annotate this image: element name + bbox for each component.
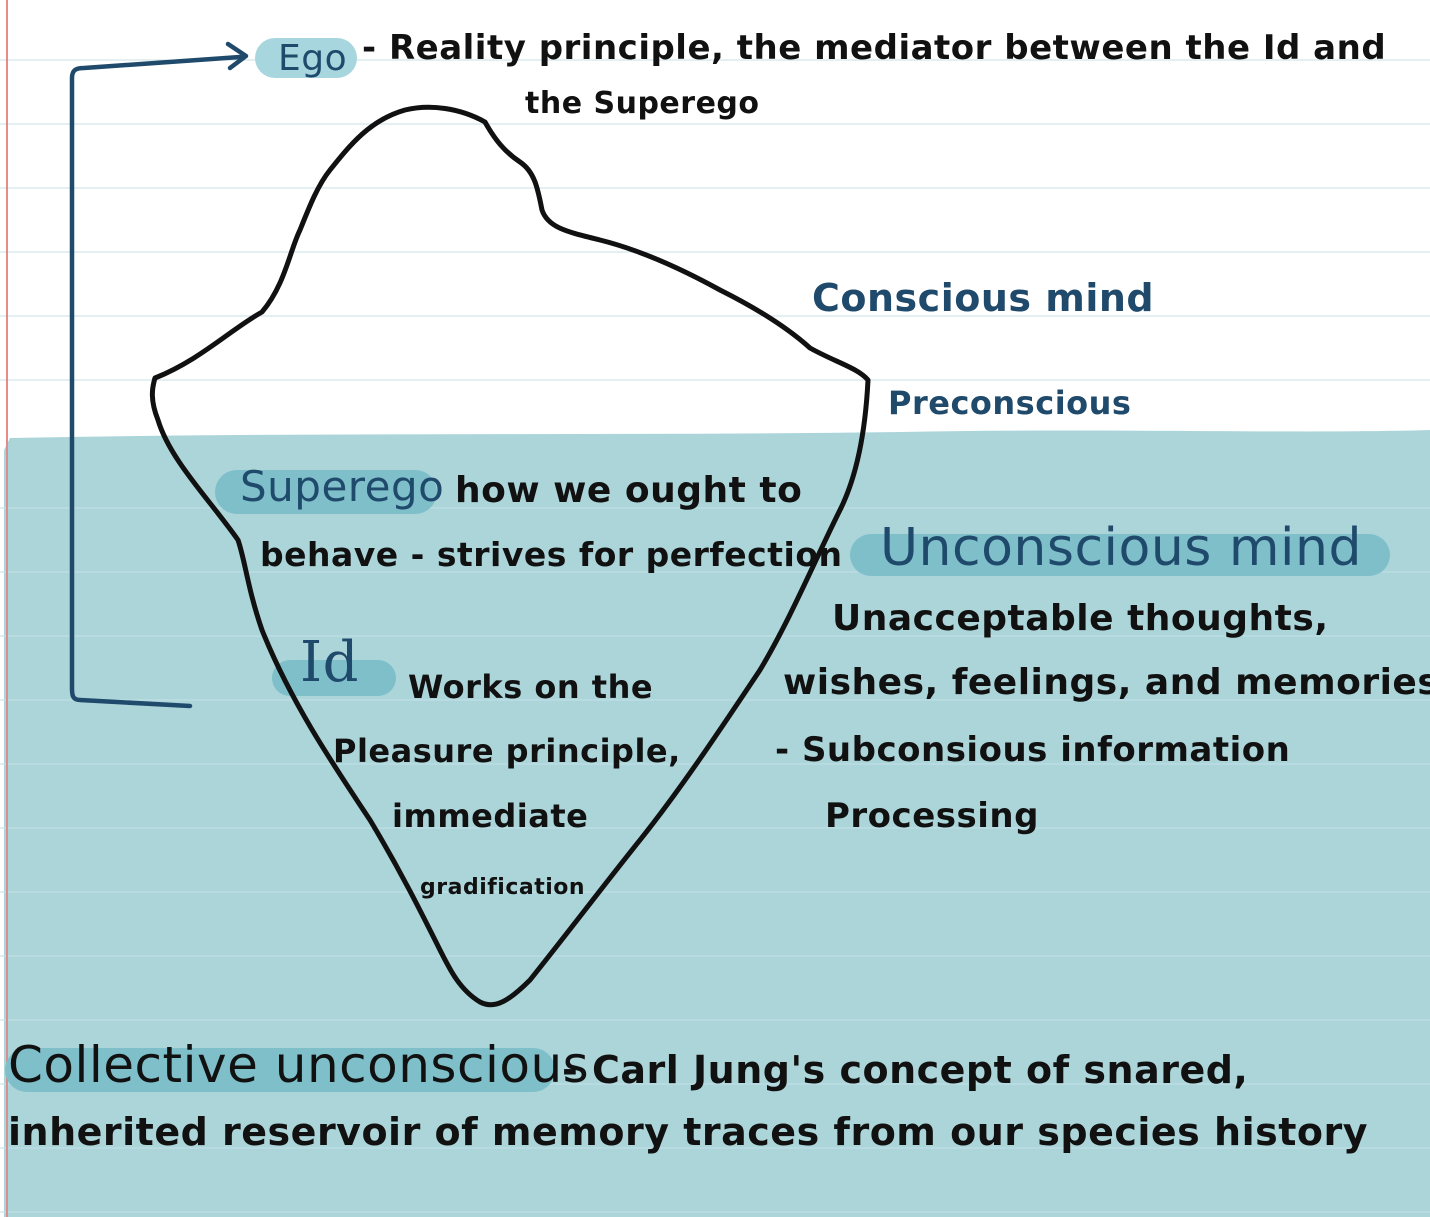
arrow-head-icon: [225, 41, 249, 71]
unconscious-mind-label: Unconscious mind: [880, 518, 1362, 578]
ego-bracket-arrow: [69, 54, 243, 709]
id-description-line2: Pleasure principle,: [333, 732, 681, 770]
superego-label: Superego: [240, 462, 445, 511]
id-description-line1: Works on the: [408, 668, 654, 706]
iceberg-outline: [149, 104, 871, 1008]
unconscious-description-line2: wishes, feelings, and memories: [783, 662, 1430, 703]
unconscious-description-line1: Unacceptable thoughts,: [832, 598, 1329, 639]
ego-label: Ego: [278, 38, 348, 79]
collective-highlight: [5, 1048, 555, 1092]
ego-description-line1: - Reality principle, the mediator betwee…: [362, 28, 1387, 68]
conscious-mind-label: Conscious mind: [812, 276, 1155, 320]
unconscious-description-line3: - Subconsious information: [775, 730, 1291, 770]
preconscious-label: Preconscious: [888, 384, 1132, 422]
superego-description-line2: behave - strives for perfection: [260, 535, 843, 574]
unconscious-highlight: [850, 534, 1390, 576]
ego-description-line2: the Superego: [525, 86, 760, 121]
collective-description-line2: inherited reservoir of memory traces fro…: [8, 1110, 1368, 1154]
id-label: Id: [300, 630, 359, 695]
collective-unconscious-label: Collective unconscious: [8, 1036, 590, 1094]
superego-description-line1: how we ought to: [455, 470, 803, 511]
ego-highlight: [255, 38, 357, 78]
id-description-line4: gradification: [420, 875, 586, 900]
id-description-line3: immediate: [392, 797, 589, 835]
unconscious-description-line4: Processing: [825, 796, 1039, 836]
collective-description-line1: - Carl Jung's concept of snared,: [562, 1048, 1249, 1092]
superego-highlight: [215, 470, 437, 514]
